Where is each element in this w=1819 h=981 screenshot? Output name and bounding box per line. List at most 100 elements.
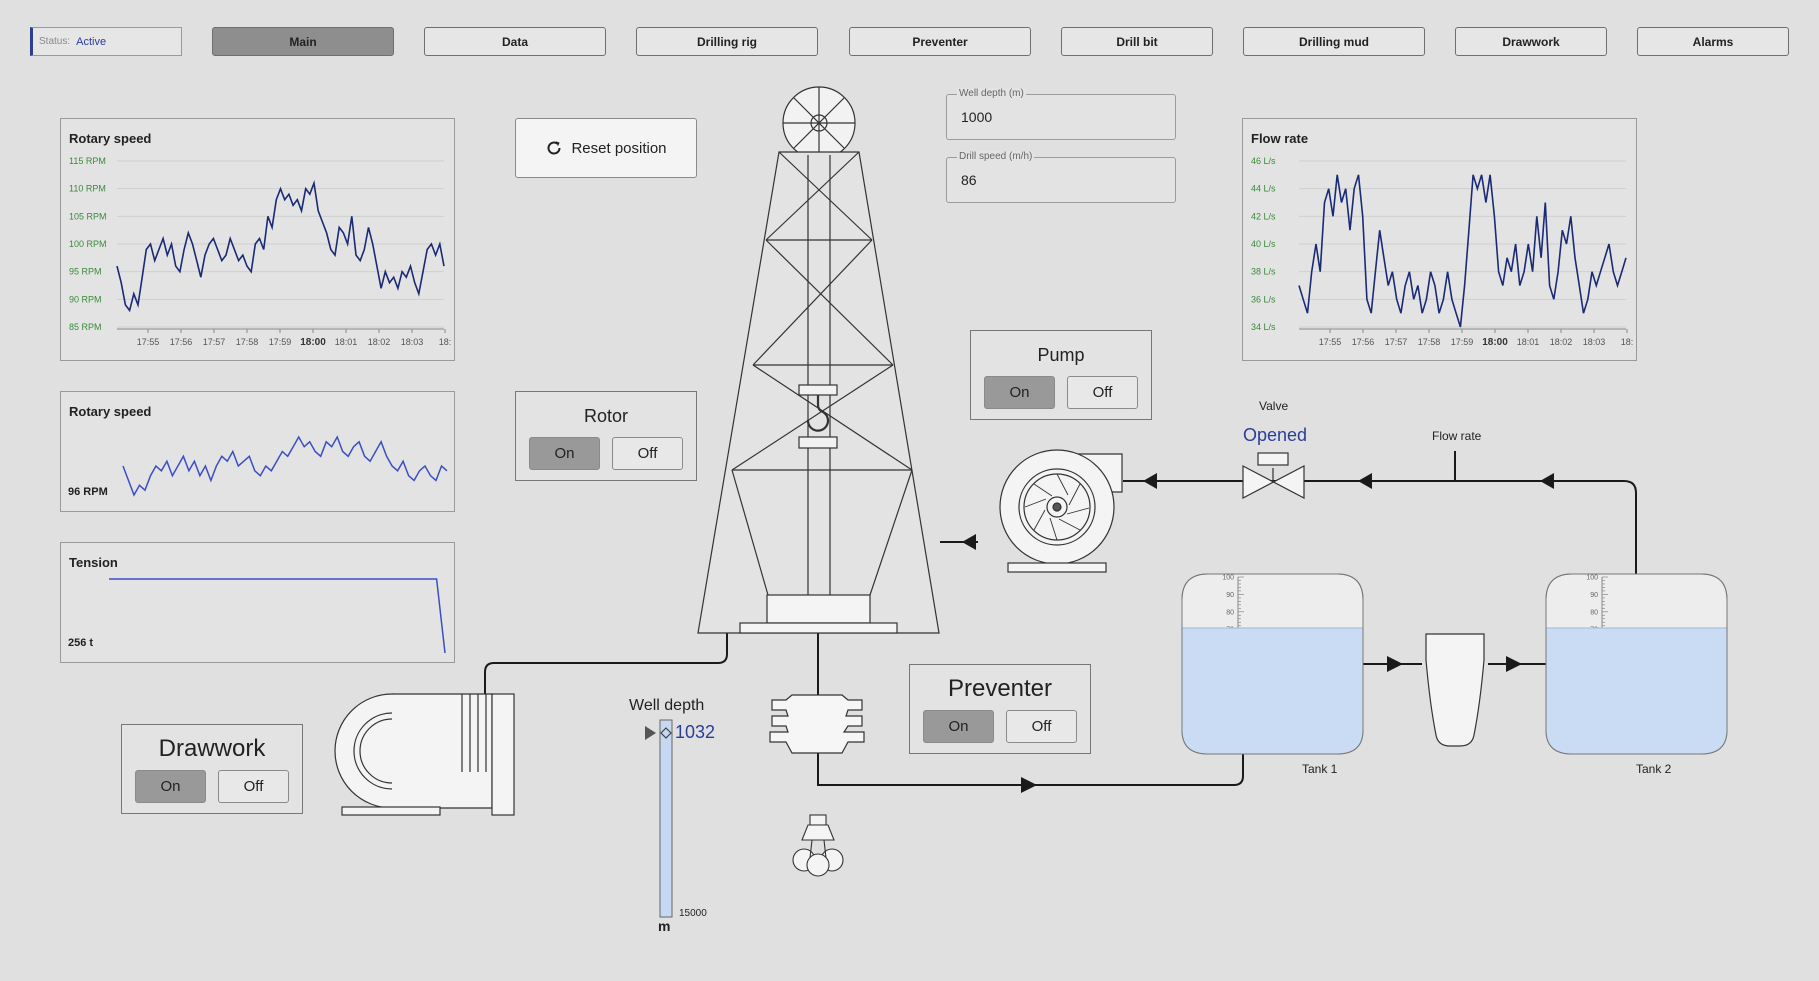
preventer-off-button[interactable]: Off xyxy=(1006,710,1077,743)
nav-preventer-button[interactable]: Preventer xyxy=(849,27,1031,56)
flow-arrow xyxy=(1021,777,1037,793)
x-tick-label: 18:03 xyxy=(1583,337,1606,347)
rotor-title: Rotor xyxy=(583,406,628,426)
scale-tick-label: 0 xyxy=(1230,749,1234,756)
rotor-on-button[interactable]: On xyxy=(529,437,600,470)
tension-sparkline-title: Tension xyxy=(69,555,118,570)
x-tick-label: 17:58 xyxy=(1418,337,1441,347)
series-line xyxy=(116,179,445,313)
y-tick-label: 85 RPM xyxy=(69,322,102,332)
series-line xyxy=(1298,174,1627,328)
scale-tick-label: 80 xyxy=(1590,609,1598,616)
scale-tick-label: 50 xyxy=(1226,662,1234,669)
y-tick-label: 95 RPM xyxy=(69,267,102,277)
scale-tick-label: 90 xyxy=(1590,592,1598,599)
valve-label: Valve xyxy=(1259,399,1289,413)
x-tick-label: 18:03 xyxy=(401,337,424,347)
flow-arrow xyxy=(1387,656,1403,672)
scale-tick-label: 60 xyxy=(1590,644,1598,651)
x-tick-label: 17:55 xyxy=(1319,337,1342,347)
scale-tick-label: 60 xyxy=(1226,644,1234,651)
status-value: Active xyxy=(76,35,107,48)
preventer-unit xyxy=(769,694,865,754)
status-key: Status: xyxy=(39,36,71,47)
rotary-speed-sparkline-title: Rotary speed xyxy=(69,404,152,419)
well-depth-title: Well depth xyxy=(629,697,705,714)
drawwork-title: Drawwork xyxy=(158,735,266,762)
drawwork-off-button[interactable]: Off xyxy=(218,770,289,803)
preventer-control-panel: Preventer On Off xyxy=(909,664,1091,754)
drill-speed-input[interactable] xyxy=(959,171,1153,189)
scale-tick-label: 30 xyxy=(1590,696,1598,703)
nav-main-button[interactable]: Main xyxy=(212,27,394,56)
well-depth-diamond xyxy=(660,727,672,739)
flow-rate-chart-title: Flow rate xyxy=(1251,131,1309,146)
tank-outline xyxy=(1545,573,1728,755)
y-tick-label: 42 L/s xyxy=(1251,211,1276,221)
drawwork-control-panel: Drawwork On Off xyxy=(121,724,303,814)
pump-off-button[interactable]: Off xyxy=(1067,376,1138,409)
nav-drawwork-button[interactable]: Drawwork xyxy=(1455,27,1607,56)
drawwork-on-button[interactable]: On xyxy=(135,770,206,803)
drill-bit xyxy=(792,814,844,877)
drill-speed-field-label: Drill speed (m/h) xyxy=(957,151,1035,162)
y-tick-label: 115 RPM xyxy=(69,156,106,166)
flow-arrow xyxy=(962,534,976,550)
rotary-speed-sparkline xyxy=(122,435,448,497)
reset-position-button[interactable]: Reset position xyxy=(515,118,697,178)
valve-state[interactable]: Opened xyxy=(1243,425,1308,445)
reset-position-label: Reset position xyxy=(571,139,667,157)
y-tick-label: 40 L/s xyxy=(1251,239,1276,249)
tank-outline xyxy=(1181,573,1364,755)
sparkline-series xyxy=(122,435,448,497)
tension-sparkline xyxy=(109,578,446,654)
flow-rate-label: Flow rate xyxy=(1432,429,1482,443)
pump-control-panel: Pump On Off xyxy=(970,330,1152,420)
rotor-off-button[interactable]: Off xyxy=(612,437,683,470)
drawwork-line xyxy=(484,633,728,695)
nav-data-button[interactable]: Data xyxy=(424,27,606,56)
scale-tick-label: 50 xyxy=(1590,662,1598,669)
scale-tick-label: 70 xyxy=(1590,627,1598,634)
nav-alarms-button[interactable]: Alarms xyxy=(1637,27,1789,56)
x-tick-label: 18:02 xyxy=(1550,337,1573,347)
preventer-title: Preventer xyxy=(947,675,1053,702)
scale-tick-label: 20 xyxy=(1590,714,1598,721)
x-tick-label: 17:56 xyxy=(1352,337,1375,347)
well-depth-max: 15000 xyxy=(679,908,707,919)
preventer-on-button[interactable]: On xyxy=(923,710,994,743)
x-tick-label: 18: xyxy=(439,337,452,347)
tank-fill-level xyxy=(1182,628,1363,754)
x-tick-label: 18:00 xyxy=(300,337,326,348)
y-tick-label: 110 RPM xyxy=(69,184,106,194)
y-tick-label: 90 RPM xyxy=(69,294,102,304)
nav-drilling-rig-button[interactable]: Drilling rig xyxy=(636,27,818,56)
well-depth-marker xyxy=(645,726,656,740)
pump-on-button[interactable]: On xyxy=(984,376,1055,409)
x-tick-label: 17:59 xyxy=(269,337,292,347)
well-depth-input[interactable] xyxy=(959,108,1153,126)
y-tick-label: 105 RPM xyxy=(69,211,107,221)
derrick xyxy=(697,86,940,634)
tank-2-label: Tank 2 xyxy=(1636,762,1672,776)
drawwork-motor xyxy=(334,693,515,816)
rotor-control-panel: Rotor On Off xyxy=(515,391,697,481)
y-tick-label: 38 L/s xyxy=(1251,267,1276,277)
x-tick-label: 17:56 xyxy=(170,337,193,347)
scale-tick-label: 90 xyxy=(1226,592,1234,599)
scale-tick-label: 20 xyxy=(1226,714,1234,721)
y-tick-label: 46 L/s xyxy=(1251,156,1276,166)
drill-speed-field: Drill speed (m/h) xyxy=(946,151,1176,203)
scale-tick-label: 30 xyxy=(1226,696,1234,703)
nav-drill-bit-button[interactable]: Drill bit xyxy=(1061,27,1213,56)
nav-drilling-mud-button[interactable]: Drilling mud xyxy=(1243,27,1425,56)
rotary-speed-chart-title: Rotary speed xyxy=(69,131,152,146)
x-tick-label: 17:59 xyxy=(1451,337,1474,347)
rotary-speed-value: 96 RPM xyxy=(68,486,108,498)
x-tick-label: 18: xyxy=(1621,337,1634,347)
x-tick-label: 17:57 xyxy=(203,337,226,347)
